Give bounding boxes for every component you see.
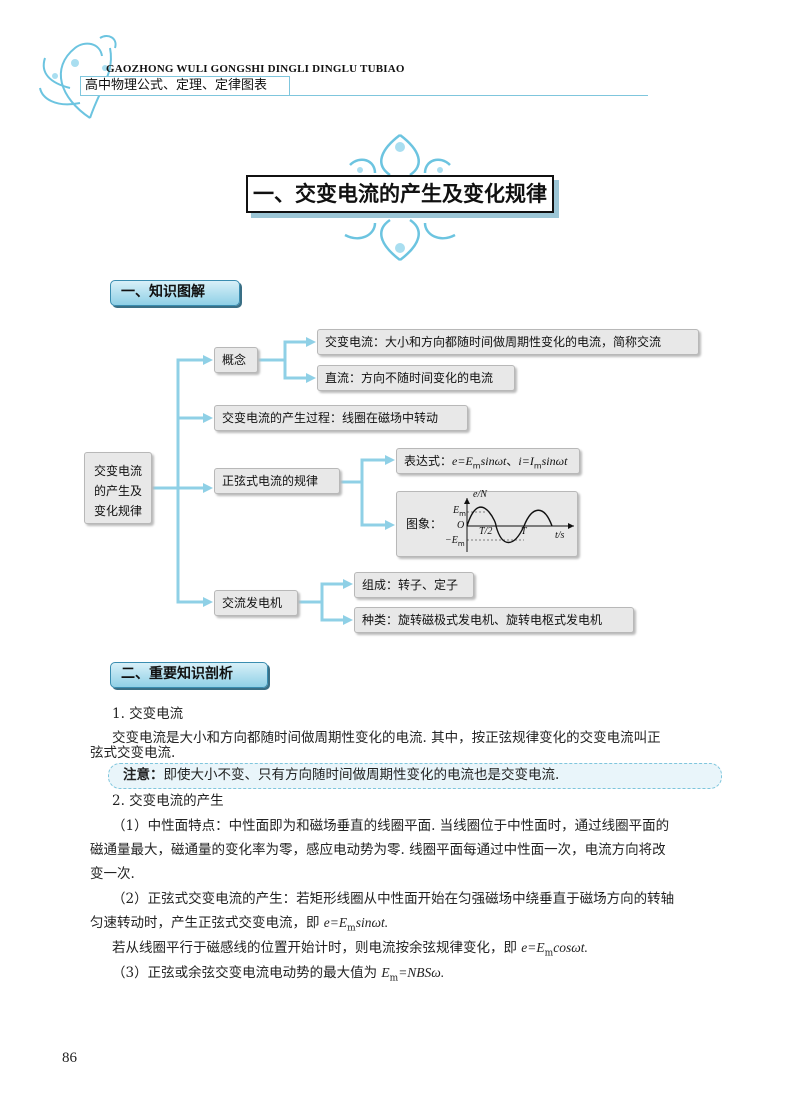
em-sub: m [459, 510, 466, 518]
diagram-connectors [152, 337, 395, 625]
graph-x-label: t/s [555, 529, 564, 543]
paragraph-sine-1: （2）正弦式交变电流的产生：若矩形线圈从中性面开始在匀强磁场中绕垂直于磁场方向的… [112, 891, 675, 907]
formula-separator: 、 [506, 454, 519, 468]
formula-i-tail: sinωt [541, 454, 568, 468]
sine-formula-tail: sinωt. [355, 915, 389, 930]
header-chinese-title: 高中物理公式、定理、定律图表 [80, 76, 290, 96]
cosine-text: 若从线圈平行于磁感线的位置开始计时，则电流按余弦规律变化，即 [112, 940, 522, 956]
graph-neg-em-label: −Em [445, 534, 465, 551]
cosine-formula-sub: m [544, 948, 554, 959]
diagram-node-process: 交变电流的产生过程：线圈在磁场中转动 [214, 405, 468, 431]
y-axis-label: e/N [473, 489, 487, 500]
diagram-root-node: 交变电流的产生及变化规律 [84, 452, 152, 524]
diagram-node-graph: 图象： e/N Em O −Em T/2 T t/s [396, 488, 578, 557]
cosine-formula: e=E [521, 940, 545, 955]
paragraph-ac-1: 交变电流是大小和方向都随时间做周期性变化的电流. 其中，按正弦规律变化的交变电流… [112, 730, 661, 746]
sine-text: 匀速转动时，产生正弦式交变电流，即 [90, 915, 324, 931]
paragraph-max: （3）正弦或余弦交变电流电动势的最大值为 Em=NBSω. [112, 961, 444, 991]
formula-e: e=E [452, 454, 473, 468]
expression-label: 表达式： [404, 454, 453, 468]
note-label: 注意： [123, 767, 164, 783]
x-axis-label: t/s [555, 530, 565, 541]
diagram-node-sine-law: 正弦式电流的规律 [214, 468, 340, 494]
half-period-text: T/2 [479, 526, 493, 537]
paragraph-neutral-1: （1）中性面特点：中性面即为和磁场垂直的线圈平面. 当线圈位于中性面时，通过线圈… [112, 818, 670, 834]
note-box: 注意：即使大小不变、只有方向随时间做周期性变化的电流也是交变电流. [108, 763, 722, 789]
neg-em-sub: m [457, 540, 465, 548]
graph-label: 图象： [406, 517, 443, 531]
max-formula: E [381, 965, 390, 980]
paragraph-cosine: 若从线圈平行于磁感线的位置开始计时，则电流按余弦规律变化，即 e=Emcosωt… [112, 936, 588, 966]
diagram-node-generator: 交流发电机 [214, 590, 298, 616]
diagram-node-concept: 概念 [214, 347, 258, 373]
max-text: （3）正弦或余弦交变电流电动势的最大值为 [112, 965, 382, 981]
paragraph-sine-2: 匀速转动时，产生正弦式交变电流，即 e=Emsinωt. [90, 911, 388, 941]
diagram-node-dc-definition: 直流：方向不随时间变化的电流 [317, 365, 515, 391]
sine-wave-graph [464, 498, 574, 552]
title-ornament-icon [344, 134, 456, 261]
header-rule [288, 95, 648, 96]
period-text: T [521, 526, 527, 537]
paragraph-neutral-3: 变一次. [90, 866, 135, 882]
paragraph-ac-2: 弦式交变电流. [90, 745, 176, 761]
header-pinyin: GAOZHONG WULI GONGSHI DINGLI DINGLU TUBI… [106, 63, 405, 75]
diagram-node-ac-definition: 交变电流：大小和方向都随时间做周期性变化的电流，简称交流 [317, 329, 699, 355]
section-badge-diagram: 一、知识图解 [110, 280, 240, 306]
heading-ac: 1. 交变电流 [112, 706, 184, 722]
graph-origin-label: O [457, 519, 464, 533]
section-badge-analysis: 二、重要知识剖析 [110, 662, 268, 688]
chapter-title: 一、交变电流的产生及变化规律 [246, 175, 554, 213]
diagram-node-composition: 组成：转子、定子 [354, 572, 474, 598]
paragraph-neutral-2: 磁通量最大，磁通量的变化率为零，感应电动势为零. 线圈平面每通过中性面一次，电流… [90, 842, 666, 858]
sine-formula-sub: m [347, 923, 356, 934]
diagram-node-expression: 表达式：e=Emsinωt、i=Imsinωt [396, 448, 580, 474]
max-formula-sub: m [389, 973, 399, 984]
sine-curve [466, 506, 553, 544]
graph-period-label: T [521, 525, 527, 539]
formula-i-sub: m [533, 461, 542, 471]
em-text: E [453, 505, 460, 516]
graph-half-period-label: T/2 [479, 525, 492, 539]
diagram-node-types: 种类：旋转磁极式发电机、旋转电枢式发电机 [354, 607, 634, 633]
formula-e-sub: m [472, 461, 481, 471]
note-text: 即使大小不变、只有方向随时间做周期性变化的电流也是交变电流. [163, 767, 560, 783]
origin-text: O [457, 520, 465, 531]
heading-generation: 2. 交变电流的产生 [112, 793, 224, 809]
floral-ornament-icon [39, 35, 117, 119]
formula-e-tail: sinωt [480, 454, 507, 468]
graph-y-label: e/N [473, 488, 487, 502]
max-formula-tail: =NBSω. [398, 965, 445, 980]
formula-i: i=I [518, 454, 534, 468]
graph-em-label: Em [453, 504, 466, 521]
sine-formula: e=E [323, 915, 348, 930]
cosine-formula-tail: cosωt. [553, 940, 588, 955]
neg-em-text: −E [445, 535, 458, 546]
page-number: 86 [62, 1050, 77, 1066]
